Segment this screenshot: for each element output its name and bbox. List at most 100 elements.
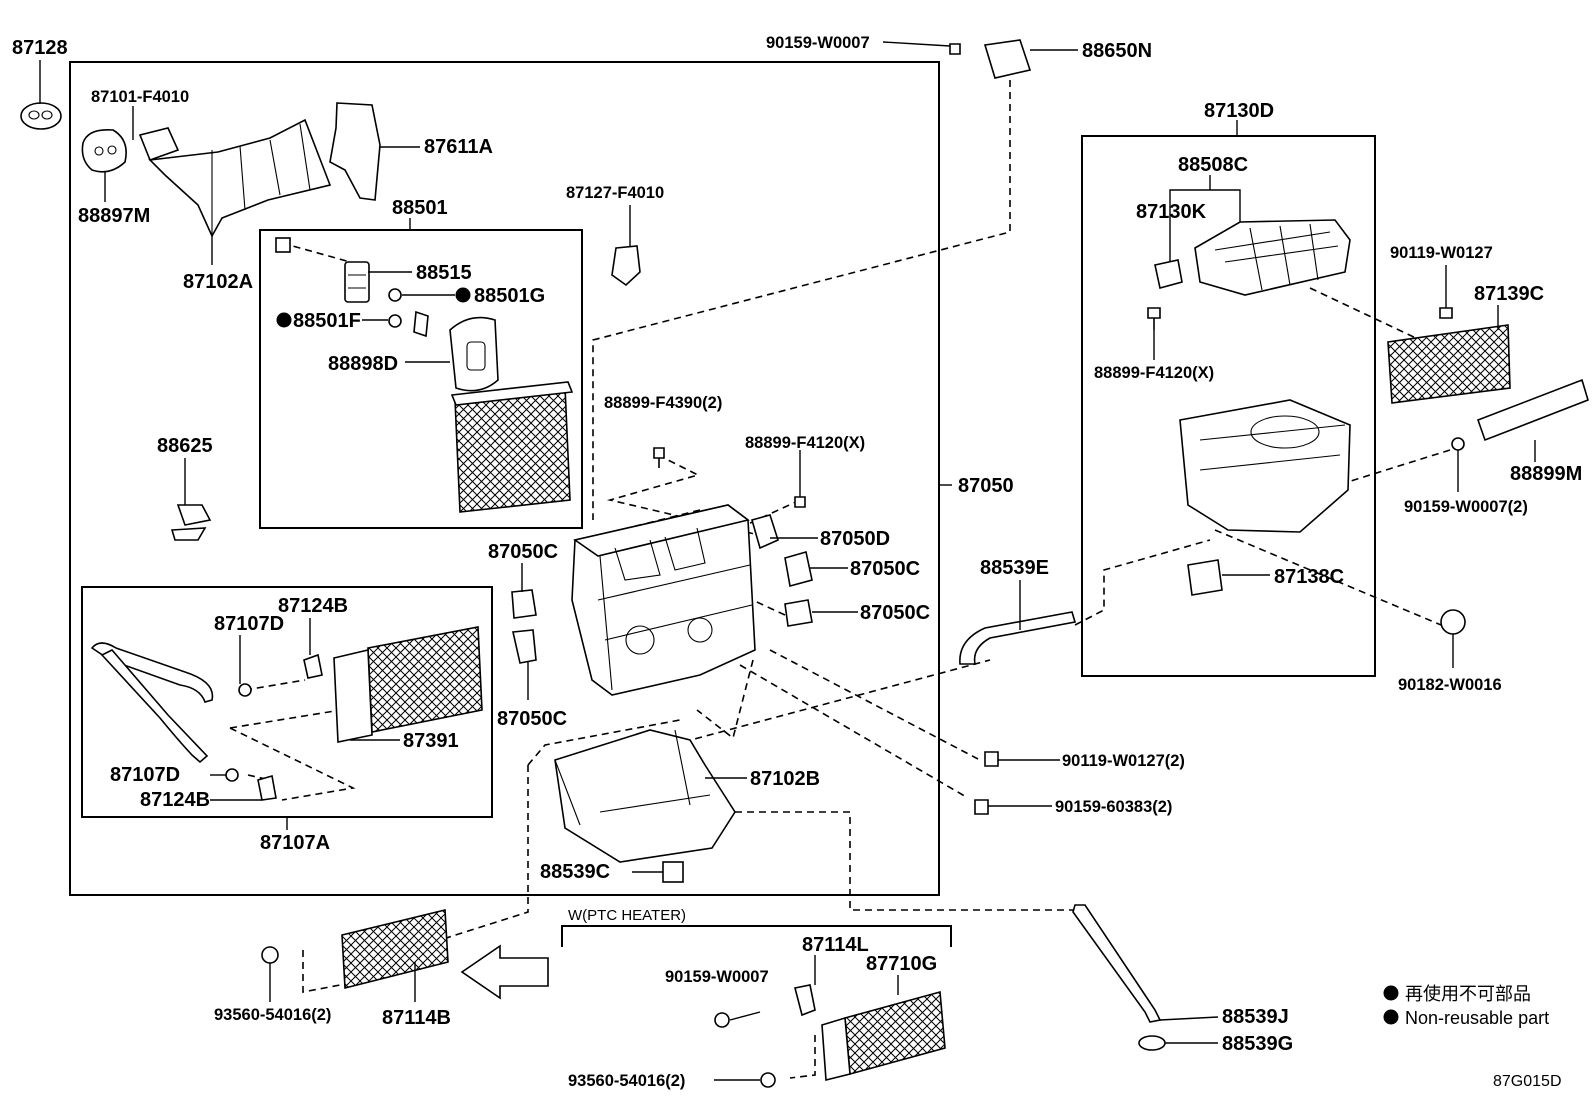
label-88899-f4120-mid: 88899-F4120(X)	[745, 434, 865, 452]
lever-87050c-r2-shape	[784, 599, 813, 627]
label-87139c: 87139C	[1474, 283, 1544, 305]
label-87107a: 87107A	[260, 832, 330, 854]
label-93560-54016-left: 93560-54016(2)	[214, 1006, 331, 1024]
blower-subframe	[1081, 135, 1376, 677]
label-87050c-right1: 87050C	[850, 558, 920, 580]
label-88501g: 88501G	[474, 285, 545, 307]
nut-90159-w0007-right-shape	[1451, 437, 1465, 451]
grommet-87128-shape	[20, 102, 62, 130]
label-87107d-bottom: 87107D	[110, 764, 180, 786]
label-88508c: 88508C	[1178, 154, 1248, 176]
label-90159-w0007-right: 90159-W0007(2)	[1404, 498, 1528, 516]
label-87114l: 87114L	[802, 934, 869, 956]
legend: 再使用不可部品 Non-reusable part	[1383, 984, 1549, 1028]
label-87102b: 87102B	[750, 768, 820, 790]
screw-88899-f4120-right-shape	[1147, 307, 1161, 330]
bolt-90119-w0127-2-shape	[984, 751, 999, 767]
label-87101-f4010: 87101-F4010	[91, 88, 189, 106]
bracket-small-shape	[413, 310, 429, 338]
label-87124b-top: 87124B	[278, 595, 348, 617]
ptc-heater-87114b-shape	[341, 908, 449, 990]
heater-core-87391-shape	[333, 626, 483, 743]
legend-text-cn: 再使用不可部品	[1405, 984, 1531, 1004]
label-88515: 88515	[416, 262, 472, 284]
label-90182-w0016: 90182-W0016	[1398, 676, 1502, 694]
non-reusable-marker-88501g	[455, 287, 471, 303]
duct-87611a-shape	[329, 102, 381, 201]
label-88899-f4120-right: 88899-F4120(X)	[1094, 364, 1214, 382]
label-87127-f4010: 87127-F4010	[566, 184, 664, 202]
label-87130k: 87130K	[1136, 201, 1207, 223]
label-ptc-heater: W(PTC HEATER)	[568, 907, 686, 924]
heater-case-87050-shape	[571, 504, 756, 696]
label-87050d: 87050D	[820, 528, 890, 550]
o-ring-88501f	[388, 314, 402, 328]
part-labels: 87128 87101-F4010 87611A 88897M 87102A 8…	[12, 34, 1582, 1090]
clip-87124b-bottom-shape	[257, 774, 277, 801]
label-88899-f4390: 88899-F4390(2)	[604, 394, 722, 412]
bolt-90159-w0007-bottom-shape	[714, 1012, 730, 1028]
evaporator-core-shape	[450, 381, 574, 513]
screw-88899-f4120-mid-shape	[794, 496, 806, 508]
grommet-88539g-shape	[1138, 1035, 1166, 1051]
label-88501: 88501	[392, 197, 448, 219]
clip-87101-shape	[138, 127, 180, 162]
label-87050c-lower: 87050C	[497, 708, 567, 730]
non-reusable-marker-88501f	[276, 312, 292, 328]
label-90119-w0127-2: 90119-W0127(2)	[1062, 752, 1185, 770]
clip-87124b-top-shape	[303, 653, 323, 679]
clamp-87107d-bottom-shape	[225, 768, 239, 782]
label-87124b-bottom: 87124B	[140, 789, 210, 811]
o-ring-88501g	[388, 288, 402, 302]
clamp-87107d-top-shape	[238, 683, 252, 697]
expansion-valve-88515-shape	[275, 237, 370, 303]
label-88539j: 88539J	[1222, 1006, 1289, 1028]
blower-housing-shape	[1179, 399, 1351, 533]
filter-87139c-shape	[1387, 324, 1511, 404]
clip-88625-shape	[170, 504, 212, 541]
legend-dot-cn	[1383, 985, 1399, 1001]
label-90159-60383-2: 90159-60383(2)	[1055, 798, 1172, 816]
label-88899m: 88899M	[1510, 463, 1582, 485]
label-88898d: 88898D	[328, 353, 398, 375]
label-88501f: 88501F	[293, 310, 361, 332]
cover-88898d-shape	[449, 316, 499, 392]
blower-case-88508c-shape	[1194, 219, 1351, 296]
label-88650n: 88650N	[1082, 40, 1152, 62]
seal-88897m-shape	[81, 128, 127, 173]
label-87114b: 87114B	[382, 1007, 451, 1029]
label-90119-w0127-right: 90119-W0127	[1390, 244, 1493, 262]
label-90159-w0007-bottom: 90159-W0007	[665, 968, 769, 986]
label-87107d-top: 87107D	[214, 613, 284, 635]
label-87102a: 87102A	[183, 271, 253, 293]
evaporator-subframe	[259, 229, 583, 529]
servo-87130k-shape	[1154, 259, 1183, 289]
sensor-88650n-shape	[949, 39, 1032, 79]
label-88539c: 88539C	[540, 861, 610, 883]
label-93560-54016-bottom: 93560-54016(2)	[568, 1072, 685, 1090]
legend-dot-en	[1383, 1009, 1399, 1025]
label-87611a: 87611A	[424, 136, 493, 158]
ptc-heater-bracket	[561, 925, 952, 947]
screw-90119-w0127-shape	[1439, 307, 1453, 319]
main-assembly-frame	[69, 61, 940, 896]
heater-pipes-87107a-shape	[90, 642, 214, 764]
lever-87050c-lower-shape	[512, 629, 537, 664]
label-87710g: 87710G	[866, 953, 937, 975]
lever-87050c-r1-shape	[784, 550, 813, 588]
label-87130d: 87130D	[1204, 100, 1274, 122]
bolt-93560-left-shape	[261, 946, 279, 964]
label-88539g: 88539G	[1222, 1033, 1293, 1055]
grommet-90182-w0016-shape	[1440, 609, 1466, 635]
label-88625: 88625	[157, 435, 213, 457]
bolt-93560-bottom-shape	[760, 1072, 776, 1088]
lever-87050c-left-shape	[511, 589, 537, 619]
label-87050: 87050	[958, 475, 1014, 497]
label-87138c: 87138C	[1274, 566, 1344, 588]
ptc-heater-87710g-shape	[821, 990, 946, 1082]
replacement-arrow	[460, 944, 549, 1000]
label-87391: 87391	[403, 730, 459, 752]
label-87050c-right2: 87050C	[860, 602, 930, 624]
leader-lines	[39, 41, 1536, 1081]
